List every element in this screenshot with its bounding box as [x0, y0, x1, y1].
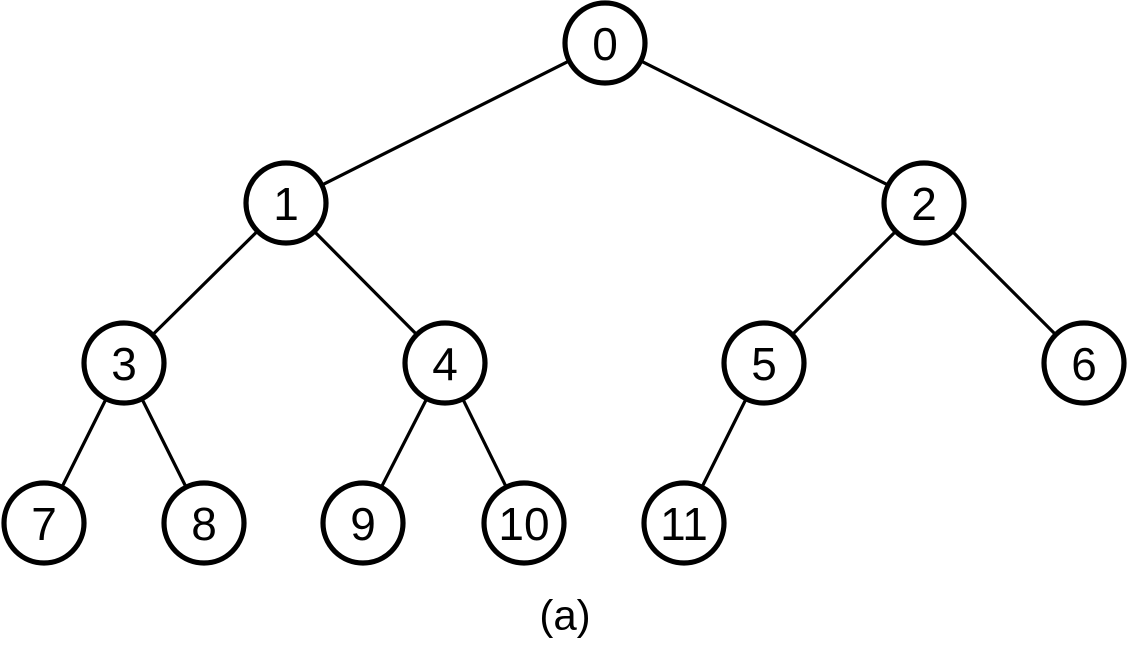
node-circle-4	[402, 320, 488, 406]
node-label-11: 11	[660, 498, 708, 550]
node-label-1: 1	[273, 178, 299, 230]
tree-edge-5-11	[700, 397, 748, 489]
tree-edge-0-2	[639, 59, 890, 187]
edge-layer	[60, 59, 1058, 490]
node-circle-2	[881, 160, 967, 246]
tree-node-7: 7	[1, 480, 87, 566]
tree-edge-3-8	[140, 397, 188, 489]
node-circle-11	[641, 480, 727, 566]
figure-caption: (a)	[539, 592, 590, 639]
tree-edge-1-3	[150, 229, 260, 337]
node-circle-0	[562, 0, 648, 86]
node-circle-10	[481, 480, 567, 566]
tree-node-4: 4	[402, 320, 488, 406]
node-label-7: 7	[31, 498, 57, 550]
tree-edge-4-10	[460, 397, 509, 489]
tree-edge-2-6	[950, 229, 1058, 337]
tree-node-3: 3	[81, 320, 167, 406]
node-label-6: 6	[1071, 338, 1097, 390]
node-circle-3	[81, 320, 167, 406]
node-label-10: 10	[498, 498, 549, 550]
node-label-4: 4	[432, 338, 458, 390]
tree-edge-1-4	[312, 229, 419, 337]
node-circle-8	[161, 480, 247, 566]
tree-node-0: 0	[562, 0, 648, 86]
tree-node-11: 11	[641, 480, 727, 566]
node-label-8: 8	[191, 498, 217, 550]
node-label-0: 0	[592, 18, 618, 70]
node-circle-7	[1, 480, 87, 566]
node-circle-9	[320, 480, 406, 566]
tree-edge-3-7	[60, 397, 108, 489]
tree-edge-2-5	[790, 229, 898, 337]
tree-edge-0-1	[320, 59, 571, 187]
node-label-5: 5	[751, 338, 777, 390]
tree-node-9: 9	[320, 480, 406, 566]
tree-node-6: 6	[1041, 320, 1127, 406]
node-label-2: 2	[911, 178, 937, 230]
tree-edge-4-9	[379, 396, 429, 490]
tree-node-2: 2	[881, 160, 967, 246]
node-circle-1	[243, 160, 329, 246]
node-circle-6	[1041, 320, 1127, 406]
tree-node-8: 8	[161, 480, 247, 566]
tree-node-1: 1	[243, 160, 329, 246]
node-label-3: 3	[111, 338, 137, 390]
node-layer: 0 1 2 3 4 5 6 7 8 9 10 11	[1, 0, 1127, 566]
tree-node-5: 5	[721, 320, 807, 406]
node-circle-5	[721, 320, 807, 406]
node-label-9: 9	[350, 498, 376, 550]
tree-node-10: 10	[481, 480, 567, 566]
